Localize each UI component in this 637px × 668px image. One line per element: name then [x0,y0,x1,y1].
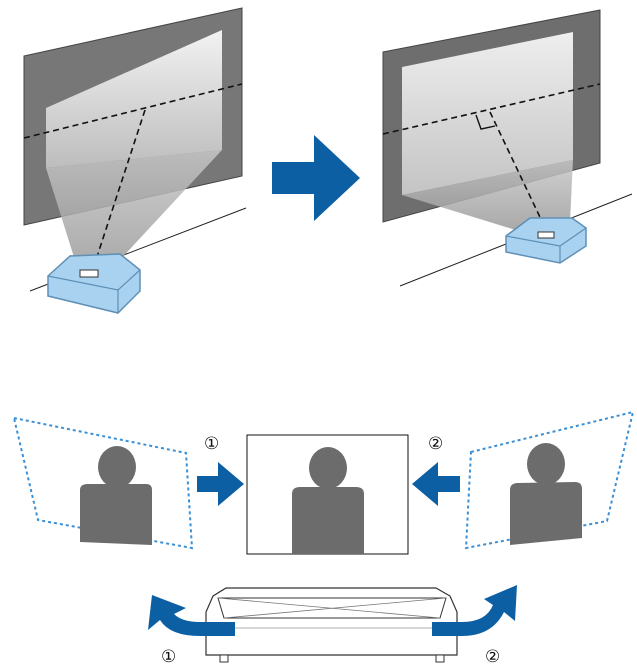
light-beam [402,160,573,232]
center-corrected-image [246,434,409,555]
projector-icon [505,217,587,264]
person-silhouette-icon [292,447,364,554]
horizon-dashed-line [23,83,243,139]
left-skewed-image [12,416,194,550]
right-angle-marker [475,114,496,130]
right-skewed-image [464,410,635,550]
step-marker: ① [204,434,219,454]
step-marker: ② [485,647,500,667]
scene-after-adjustment [382,9,633,287]
person-silhouette-icon [510,443,582,545]
step-marker: ① [161,647,176,667]
scene-before-adjustment [23,7,247,314]
dashed-image-outline [464,410,635,550]
projected-image [46,30,222,168]
left-arrow-icon [412,462,460,506]
right-arrow-icon [197,462,244,506]
projection-axis-dashed-line [91,109,146,273]
curved-arrow-icon [148,595,235,636]
right-arrow-icon [272,135,360,221]
curved-arrow-icon [432,585,517,636]
dashed-image-outline [12,416,194,550]
horizon-dashed-line [382,83,601,135]
light-beam [46,150,222,270]
projector-icon [47,253,141,314]
projected-image [402,32,573,195]
step-marker: ② [428,434,443,454]
projection-axis-dashed-line [489,111,549,235]
projector-outline-icon [205,587,458,663]
person-silhouette-icon [80,446,152,545]
